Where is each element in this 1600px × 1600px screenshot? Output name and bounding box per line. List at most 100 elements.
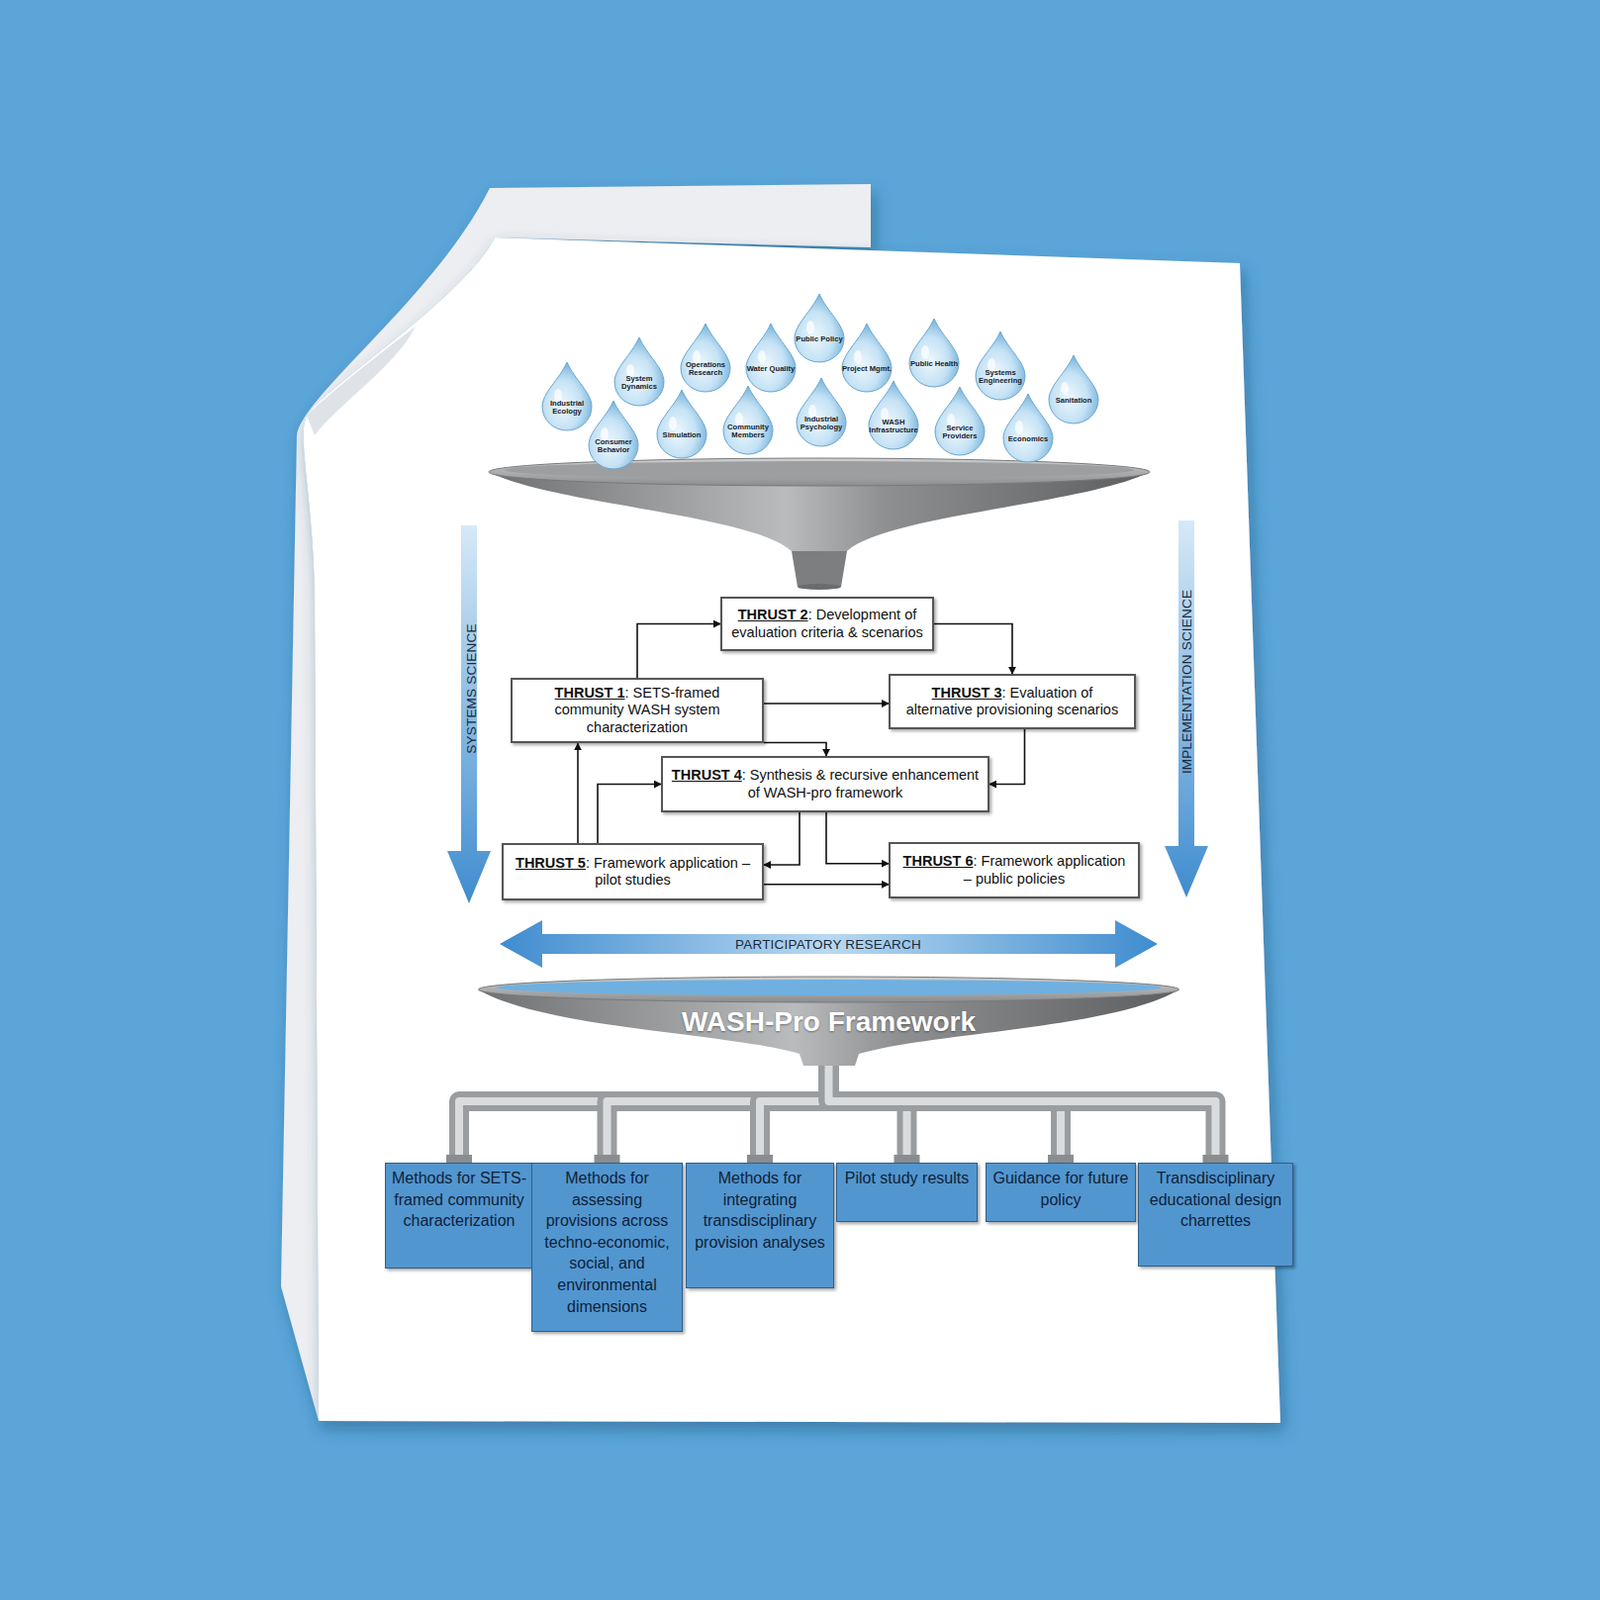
droplet-shape bbox=[677, 321, 734, 393]
axis-label: IMPLEMENTATION SCIENCE bbox=[1179, 589, 1195, 774]
thrust-text: THRUST 3: Evaluation of alternative prov… bbox=[898, 684, 1127, 720]
arrow-connector bbox=[576, 743, 579, 844]
droplet-shape bbox=[972, 329, 1029, 401]
thrust-box: THRUST 4: Synthesis & recursive enhancem… bbox=[660, 755, 990, 813]
thrust-number: THRUST 1 bbox=[555, 684, 626, 701]
pipe-highlight bbox=[829, 1063, 1217, 1163]
arrow-connector bbox=[637, 624, 721, 679]
droplet-highlight bbox=[668, 416, 677, 431]
discipline-name: Water Quality bbox=[744, 353, 798, 385]
thrust-box: THRUST 6: Framework application – public… bbox=[888, 842, 1140, 899]
droplet-shape bbox=[720, 383, 776, 456]
droplet-shape bbox=[611, 335, 667, 407]
droplet-outline bbox=[842, 323, 892, 392]
discipline-droplet: System Dynamics bbox=[611, 335, 667, 407]
pipe-highlight bbox=[607, 1063, 830, 1163]
output-box: Transdisciplinary educational design cha… bbox=[1137, 1162, 1294, 1267]
discipline-droplet: Industrial Ecology bbox=[539, 360, 595, 432]
discipline-droplet: Systems Engineering bbox=[972, 329, 1029, 401]
discipline-droplet: Industrial Psychology bbox=[793, 376, 849, 448]
pipe-connector bbox=[446, 1063, 830, 1163]
droplet-shape bbox=[932, 384, 988, 457]
pipe-body bbox=[829, 1063, 1217, 1163]
droplet-outline bbox=[614, 337, 664, 406]
thrust-box: THRUST 5: Framework application – pilot … bbox=[501, 843, 764, 901]
pipe-body bbox=[829, 1063, 908, 1163]
band-label: PARTICIPATORY RESEARCH bbox=[735, 937, 922, 952]
thrust-box: THRUST 2: Development of evaluation crit… bbox=[720, 596, 935, 652]
droplet-outline bbox=[796, 377, 847, 447]
droplet-highlight bbox=[1015, 420, 1024, 435]
pipe-connector bbox=[829, 1063, 1229, 1163]
thrust-number: THRUST 5 bbox=[515, 854, 586, 871]
droplet-shape bbox=[1045, 353, 1102, 425]
droplet-outline bbox=[935, 386, 985, 456]
droplet-outline bbox=[794, 293, 845, 363]
discipline-name: Public Policy bbox=[792, 323, 847, 356]
arrow-connector bbox=[763, 702, 889, 705]
discipline-name: Simulation bbox=[655, 419, 709, 452]
output-box: Methods for integrating transdisciplinar… bbox=[685, 1162, 835, 1289]
arrow-connector bbox=[763, 883, 889, 886]
droplet-shape bbox=[865, 378, 922, 451]
thrust-number: THRUST 2 bbox=[738, 606, 809, 623]
pipe-connector bbox=[829, 1063, 1075, 1163]
output-box: Methods for assessing provisions across … bbox=[531, 1162, 683, 1332]
thrust-number: THRUST 6 bbox=[903, 852, 974, 869]
discipline-droplet: Economics bbox=[1000, 391, 1056, 464]
discipline-droplet: WASH Infrastructure bbox=[865, 378, 922, 451]
discipline-droplet: Sanitation bbox=[1045, 353, 1102, 425]
droplet-outline bbox=[588, 400, 639, 470]
discipline-droplet: Simulation bbox=[654, 387, 710, 460]
droplet-outline bbox=[746, 323, 796, 392]
output-text: Transdisciplinary educational design cha… bbox=[1143, 1167, 1288, 1232]
droplet-shape bbox=[654, 387, 710, 460]
discipline-droplet: Public Health bbox=[906, 316, 962, 388]
axis-label: SYSTEMS SCIENCE bbox=[464, 623, 479, 753]
droplet-outline bbox=[723, 385, 773, 455]
output-text: Methods for SETS-framed community charac… bbox=[390, 1167, 528, 1232]
thrust-text: THRUST 4: Synthesis & recursive enhancem… bbox=[670, 766, 980, 802]
funnel-rim bbox=[478, 976, 1180, 1003]
pipe-highlight bbox=[759, 1063, 830, 1163]
arrow-connector bbox=[989, 729, 1026, 785]
discipline-name: Industrial Psychology bbox=[794, 407, 848, 440]
pipe-flange bbox=[894, 1154, 921, 1163]
arrow-connector bbox=[934, 624, 1013, 675]
arrow-connector bbox=[763, 812, 800, 865]
discipline-droplet: Water Quality bbox=[743, 321, 799, 393]
output-text: Methods for integrating transdisciplinar… bbox=[691, 1167, 829, 1253]
discipline-droplet: Operations Research bbox=[677, 321, 734, 393]
thrust-text: THRUST 1: SETS-framed community WASH sys… bbox=[520, 684, 754, 737]
arrow-connector bbox=[826, 812, 889, 864]
framework-title: WASH-Pro Framework bbox=[475, 1007, 1182, 1038]
discipline-name: Industrial Ecology bbox=[540, 391, 594, 424]
droplet-outline bbox=[975, 331, 1026, 400]
thrust-text: THRUST 6: Framework application – public… bbox=[898, 852, 1130, 888]
discipline-name: WASH Infrastructure bbox=[866, 410, 921, 443]
output-text: Methods for assessing provisions across … bbox=[537, 1167, 677, 1318]
droplet-shape bbox=[791, 291, 848, 364]
pipe-highlight bbox=[829, 1063, 908, 1163]
output-text: Guidance for future policy bbox=[991, 1167, 1130, 1211]
discipline-name: Economics bbox=[1001, 423, 1055, 456]
droplet-shape bbox=[839, 321, 895, 393]
pipe-connector bbox=[747, 1063, 830, 1163]
droplet-highlight bbox=[757, 350, 766, 365]
droplet-outline bbox=[680, 323, 731, 392]
output-box: Pilot study results bbox=[836, 1162, 978, 1223]
droplet-outline bbox=[868, 380, 919, 450]
pipe-connector bbox=[594, 1063, 830, 1163]
output-text: Pilot study results bbox=[845, 1167, 969, 1190]
thrust-number: THRUST 3 bbox=[932, 684, 1003, 701]
discipline-name: Consumer Behavior bbox=[586, 430, 641, 463]
thrust-text: THRUST 2: Development of evaluation crit… bbox=[730, 606, 925, 642]
droplet-shape bbox=[585, 398, 642, 471]
pipe-body bbox=[759, 1063, 830, 1163]
pipe-flange bbox=[446, 1154, 472, 1163]
discipline-name: Sanitation bbox=[1046, 384, 1101, 417]
discipline-droplet: Consumer Behavior bbox=[585, 398, 642, 471]
pipe-flange bbox=[747, 1154, 773, 1163]
pipe-flange bbox=[594, 1154, 621, 1163]
discipline-name: Public Health bbox=[907, 348, 961, 380]
